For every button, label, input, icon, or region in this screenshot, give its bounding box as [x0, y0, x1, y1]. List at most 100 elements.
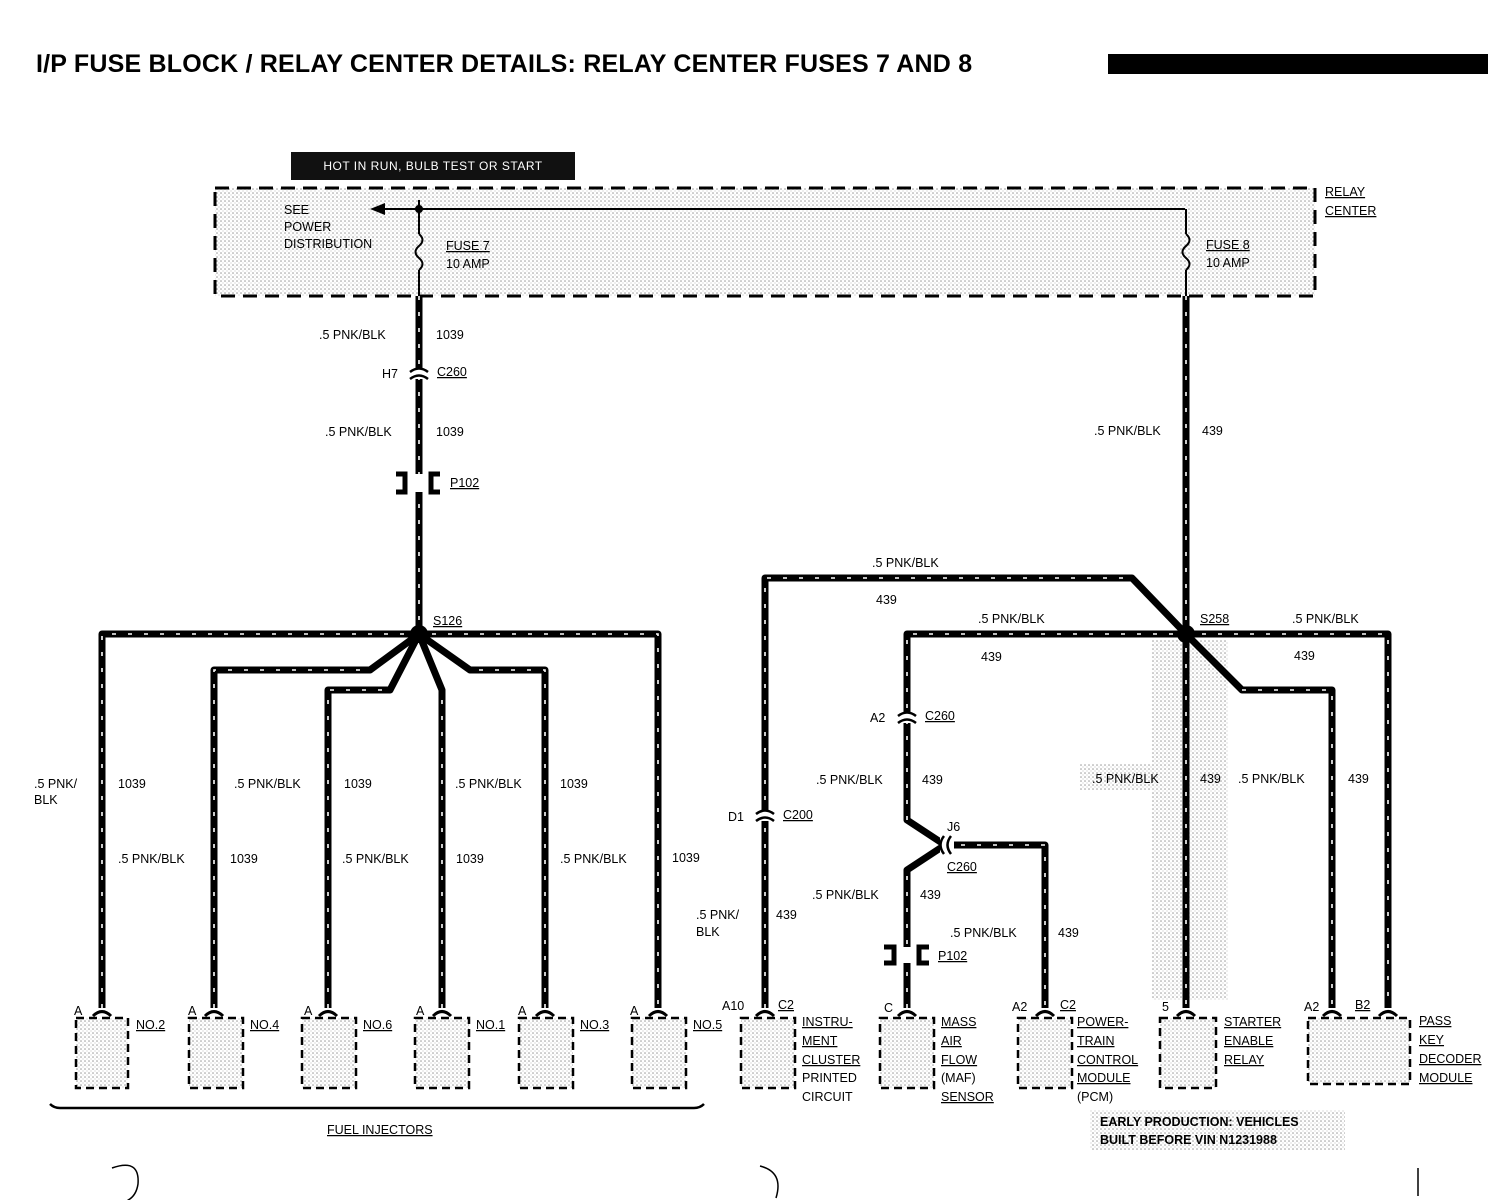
splice-s258: [1177, 625, 1195, 643]
wire-color-label: BLK: [696, 925, 720, 939]
see-power-label: SEE: [284, 203, 309, 217]
cluster-label: INSTRU-: [802, 1015, 853, 1029]
pcm-label: MODULE: [1077, 1071, 1130, 1085]
wire-color-label: .5 PNK/BLK: [234, 777, 301, 791]
connector-p102: [396, 471, 440, 495]
cluster-label: PRINTED: [802, 1071, 857, 1085]
fuse-8-label: FUSE 8: [1206, 238, 1250, 252]
pin-a-label: A: [74, 1004, 83, 1018]
maf-label: MASS: [941, 1015, 976, 1029]
wire-color-label: .5 PNK/BLK: [342, 852, 409, 866]
power-status-banner: HOT IN RUN, BULB TEST OR START: [291, 152, 575, 180]
wire-hatching: [101, 296, 1389, 1008]
c260-label: C260: [947, 860, 977, 874]
scan-marks: [111, 1164, 1419, 1200]
injector-boxes: [74, 1016, 688, 1090]
injector-bracket: [49, 1103, 705, 1110]
circuit-label: 1039: [672, 851, 700, 865]
circuit-label: 1039: [456, 852, 484, 866]
pin-a-label: A: [188, 1004, 197, 1018]
circuit-label: 1039: [436, 425, 464, 439]
wire-color-label: .5 PNK/BLK: [950, 926, 1017, 940]
note-label: BUILT BEFORE VIN N1231988: [1100, 1133, 1277, 1147]
wire-color-label: .5 PNK/BLK: [319, 328, 386, 342]
injector-label: NO.1: [476, 1018, 505, 1032]
circuit-label: 1039: [436, 328, 464, 342]
c260-label: C260: [437, 365, 467, 379]
pin-label: 5: [1162, 1000, 1169, 1014]
wire-color-label: .5 PNK/BLK: [1292, 612, 1359, 626]
circuit-label: 439: [876, 593, 897, 607]
cluster-label: MENT: [802, 1034, 838, 1048]
a2-label: A2: [870, 711, 885, 725]
circuit-label: 439: [981, 650, 1002, 664]
pcm-label: POWER-: [1077, 1015, 1128, 1029]
wire-color-label: .5 PNK/BLK: [560, 852, 627, 866]
connector-label: C2: [778, 998, 794, 1012]
diagram-title: I/P FUSE BLOCK / RELAY CENTER DETAILS: R…: [36, 50, 973, 78]
fuse-7-rating: 10 AMP: [446, 257, 490, 271]
maf-label: (MAF): [941, 1071, 976, 1085]
wire-color-label: .5 PNK/BLK: [1094, 424, 1161, 438]
wire-color-label: .5 PNK/: [34, 777, 78, 791]
see-power-label: DISTRIBUTION: [284, 237, 372, 251]
injector-label: NO.6: [363, 1018, 392, 1032]
fuse-7-label: FUSE 7: [446, 239, 490, 253]
wire-color-label: .5 PNK/BLK: [325, 425, 392, 439]
connector-p102: [884, 944, 929, 966]
fuse-7: [414, 200, 424, 296]
maf-label: FLOW: [941, 1053, 977, 1067]
circuit-label: 439: [1200, 772, 1221, 786]
wire-color-label: .5 PNK/BLK: [455, 777, 522, 791]
pin-a-label: A: [518, 1004, 527, 1018]
pcm-label: TRAIN: [1077, 1034, 1115, 1048]
p102-label: P102: [938, 949, 967, 963]
connector-label: B2: [1355, 998, 1370, 1012]
wire-color-label: .5 PNK/BLK: [978, 612, 1045, 626]
pin-label: A2: [1012, 1000, 1027, 1014]
starter-label: RELAY: [1224, 1053, 1265, 1067]
starter-label: ENABLE: [1224, 1034, 1273, 1048]
circuit-label: 1039: [560, 777, 588, 791]
passkey-label: MODULE: [1419, 1071, 1472, 1085]
pin-a-label: A: [304, 1004, 313, 1018]
wire-color-label: .5 PNK/BLK: [812, 888, 879, 902]
connector-c260-h7: [409, 367, 429, 381]
circuit-label: 439: [1058, 926, 1079, 940]
connector-c200: [755, 809, 775, 823]
s126-label: S126: [433, 614, 462, 628]
connector-c260-a2: [897, 711, 917, 725]
wire-color-label: .5 PNK/BLK: [872, 556, 939, 570]
circuit-label: 439: [1202, 424, 1223, 438]
s258-label: S258: [1200, 612, 1229, 626]
starter-label: STARTER: [1224, 1015, 1281, 1029]
pcm-label: (PCM): [1077, 1090, 1113, 1104]
passkey-label: KEY: [1419, 1033, 1445, 1047]
pin-label: C: [884, 1001, 893, 1015]
cluster-label: CIRCUIT: [802, 1090, 853, 1104]
circuit-label: 439: [776, 908, 797, 922]
note-shade: [1090, 1110, 1345, 1150]
circuit-label: 1039: [118, 777, 146, 791]
fuse-8: [1181, 209, 1191, 296]
p102-label: P102: [450, 476, 479, 490]
wire-color-label: .5 PNK/: [696, 908, 740, 922]
wire-color-label: .5 PNK/BLK: [1238, 772, 1305, 786]
title-bar: [1108, 54, 1488, 74]
pin-a-label: A: [630, 1004, 639, 1018]
component-boxes: [739, 1016, 1412, 1090]
relay-center-box: [213, 186, 1317, 298]
starter-shade: [1152, 640, 1228, 1000]
wire-color-label: .5 PNK/BLK: [1092, 772, 1159, 786]
power-bus: [370, 203, 1185, 215]
fuse-8-rating: 10 AMP: [1206, 256, 1250, 270]
connector-c260-j6: [939, 835, 954, 855]
passkey-label: DECODER: [1419, 1052, 1482, 1066]
circuit-label: 1039: [344, 777, 372, 791]
circuit-label: 1039: [230, 852, 258, 866]
d1-label: D1: [728, 810, 744, 824]
relay-center-label: CENTER: [1325, 204, 1376, 218]
pin-a-label: A: [416, 1004, 425, 1018]
circuit-label: 439: [1294, 649, 1315, 663]
